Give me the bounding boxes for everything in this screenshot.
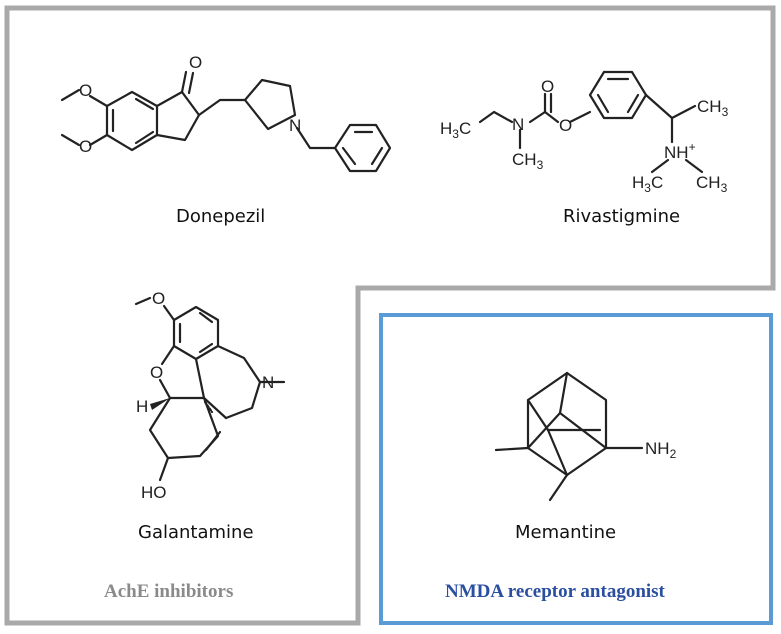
galantamine-atom-ho: HO xyxy=(141,483,167,502)
rivastigmine-atom-n: N xyxy=(512,115,524,134)
galantamine-atom-o-methoxy: O xyxy=(152,289,165,308)
memantine-structure: NH2 Memantine xyxy=(494,371,677,543)
galantamine-structure: O O H N HO Galantamine xyxy=(134,289,286,543)
rivastigmine-label: Rivastigmine xyxy=(563,206,680,227)
nmda-antagonist-frame xyxy=(379,313,773,625)
rivastigmine-atom-ch3-top: CH3 xyxy=(697,97,729,119)
galantamine-label: Galantamine xyxy=(138,522,254,543)
donepezil-label: Donepezil xyxy=(176,206,265,227)
galantamine-atom-o-ring: O xyxy=(150,363,163,382)
galantamine-atom-h: H xyxy=(136,397,148,416)
donepezil-atom-n: N xyxy=(289,116,301,135)
ache-inhibitors-caption: AchE inhibitors xyxy=(104,581,233,602)
memantine-label: Memantine xyxy=(515,522,616,543)
donepezil-structure: O O O N Donepezil xyxy=(60,53,392,227)
nmda-antagonist-caption: NMDA receptor antagonist xyxy=(445,581,666,602)
rivastigmine-atom-ch3-bottom: CH3 xyxy=(696,173,728,195)
rivastigmine-atom-h3c-left: H3C xyxy=(440,119,471,141)
donepezil-atom-o-methoxy-1: O xyxy=(79,81,92,100)
galantamine-atom-n: N xyxy=(262,373,274,392)
rivastigmine-atom-nh-plus: NH+ xyxy=(664,140,696,162)
ache-inhibitors-frame xyxy=(4,5,776,626)
rivastigmine-atom-h3c-bottom: H3C xyxy=(632,173,663,195)
rivastigmine-atom-o-carbonyl: O xyxy=(541,77,554,96)
memantine-atom-nh2: NH2 xyxy=(645,439,677,461)
rivastigmine-structure: H3C N CH3 O O CH3 NH+ H3C CH3 Rivastigmi… xyxy=(440,70,729,227)
donepezil-atom-o-methoxy-2: O xyxy=(79,137,92,156)
rivastigmine-atom-ch3-n: CH3 xyxy=(512,150,544,172)
rivastigmine-atom-o-ester: O xyxy=(559,116,572,135)
donepezil-atom-o-carbonyl: O xyxy=(189,53,202,72)
